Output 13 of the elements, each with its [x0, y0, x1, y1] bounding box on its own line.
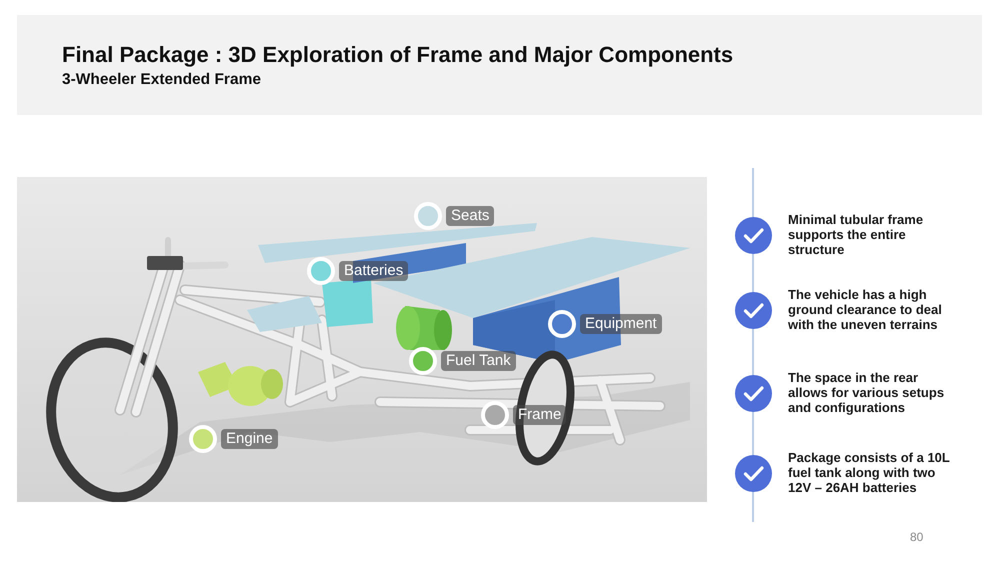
- part-label: Frame: [513, 405, 566, 425]
- page-number: 80: [910, 530, 924, 544]
- slide-subtitle: 3-Wheeler Extended Frame: [62, 71, 261, 89]
- note-text: Package consists of a 10L fuel tank along with two 12V – 26AH batteries: [788, 450, 950, 495]
- note-text: The space in the rear allows for various setups and configurations: [788, 370, 946, 415]
- note-text: The vehicle has a high ground clearance to deal with the uneven terrains: [788, 287, 943, 332]
- part-label: Equipment: [580, 314, 662, 334]
- part-label: Engine: [221, 429, 278, 449]
- part-label: Batteries: [339, 261, 408, 281]
- part-label: Seats: [446, 206, 494, 226]
- part-label: Fuel Tank: [441, 351, 516, 371]
- slide-title: Final Package : 3D Exploration of Frame and Major Components: [62, 42, 734, 68]
- note-text: Minimal tubular frame supports the entire structure: [788, 212, 924, 257]
